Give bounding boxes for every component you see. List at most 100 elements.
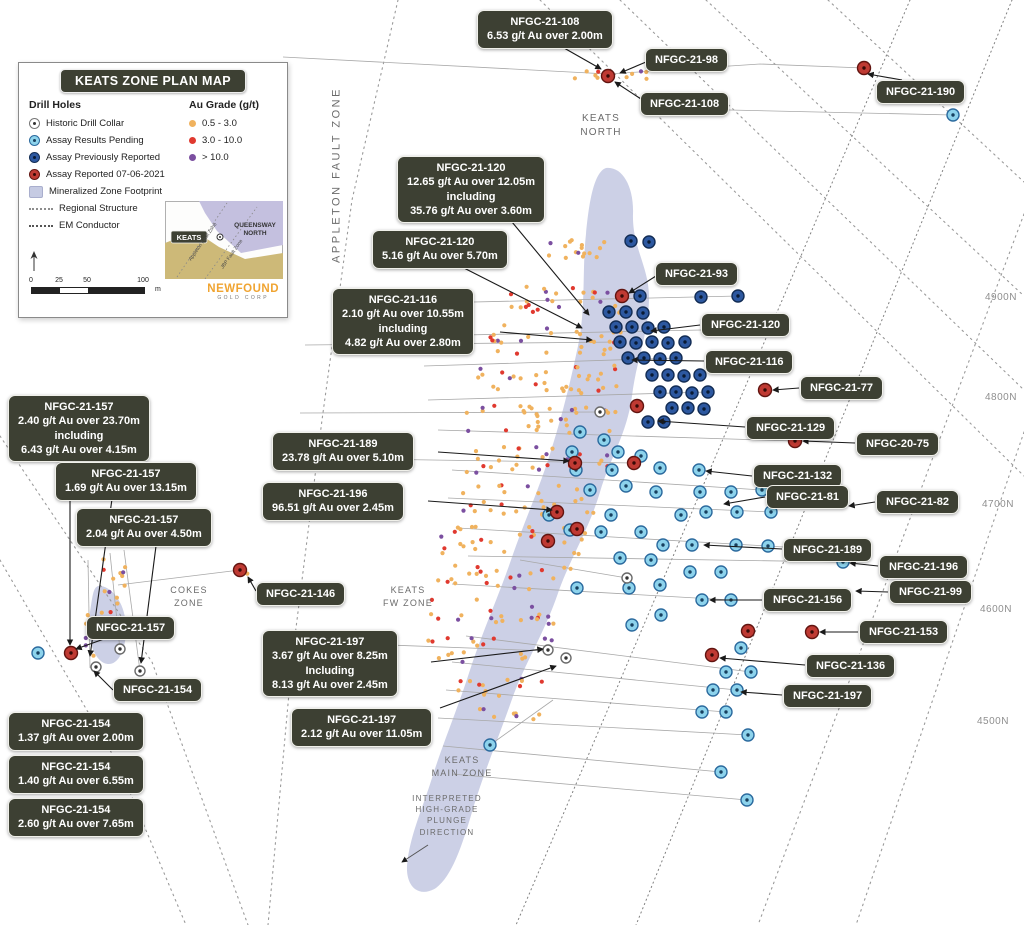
assay-pending-collar (761, 539, 775, 553)
logo-name: NEWFOUND (207, 283, 279, 295)
regional-structure-line (855, 431, 1024, 925)
assay-dot (453, 563, 458, 568)
assay-reported-collar (637, 351, 651, 365)
callout-leader (93, 670, 114, 691)
inset-keats-label: KEATS (177, 233, 202, 242)
assay-dot (576, 250, 581, 255)
assay-dot (107, 589, 112, 595)
assay-dot (607, 339, 612, 344)
assay-reported-collar (669, 385, 683, 399)
assay-reported-collar (641, 415, 655, 429)
callout-leader (631, 356, 705, 364)
callout-leader (511, 221, 590, 316)
assay-dot (477, 707, 483, 712)
callout-nfgc-21-120-5: NFGC-21-120 5.16 g/t Au over 5.70m (372, 230, 508, 269)
assay-dot (543, 370, 549, 375)
structure-symbol (29, 207, 53, 210)
callout-leader (867, 71, 903, 81)
assay-dot (608, 346, 613, 351)
assay-dot (445, 579, 450, 584)
assay-reported-collar (602, 305, 616, 319)
drill-trace (465, 635, 752, 673)
assay-dot (474, 571, 479, 577)
assay-dot (596, 377, 601, 382)
assay-dot (482, 692, 487, 697)
assay-dot (473, 524, 478, 529)
assay-reported-collar (636, 306, 650, 320)
assay-pending-collar (625, 618, 639, 632)
assay-reported-collar (661, 368, 675, 382)
assay-pending-collar (693, 485, 707, 499)
assay-dot (460, 659, 465, 665)
assay-dot (558, 417, 563, 422)
callout-nfgc-21-132-16: NFGC-21-132 (753, 464, 843, 489)
assay-dot (495, 338, 500, 343)
drill-trace (299, 411, 601, 414)
callout-nfgc-21-108-0: NFGC-21-108 6.53 g/t Au over 2.00m (477, 10, 613, 49)
assay-dot (527, 404, 532, 409)
plunge-direction-arrow (401, 844, 429, 863)
assay-pending-collar (695, 705, 709, 719)
assay-pending-collar (734, 641, 748, 655)
assay-new-collar (232, 562, 248, 578)
assay-dot (528, 571, 533, 576)
callout-leader (802, 437, 856, 445)
assay-dot (526, 424, 531, 429)
assay-dot (562, 540, 567, 545)
regional-structure-line (757, 213, 1024, 925)
assay-pending-collar (719, 705, 733, 719)
assay-dot (584, 405, 589, 410)
assay-dot (612, 363, 617, 368)
assay-dot (510, 467, 515, 472)
assay-reported-collar (645, 335, 659, 349)
assay-dot (527, 587, 532, 592)
callout-nfgc-21-81-19: NFGC-21-81 (766, 485, 849, 510)
assay-dot (475, 456, 480, 461)
assay-dot (446, 652, 451, 658)
assay-dot (481, 464, 486, 469)
zone-label-keats-fw-zone: KEATS FW ZONE (383, 585, 433, 608)
assay-dot (587, 251, 592, 256)
assay-dot (458, 541, 463, 547)
assay-reported-collar (629, 336, 643, 350)
assay-dot (464, 410, 469, 415)
assay-pending-collar (946, 108, 960, 122)
assay-dot (567, 430, 572, 435)
callout-leader (657, 418, 746, 428)
assay-dot (91, 653, 96, 658)
callout-nfgc-21-129-11: NFGC-21-129 (746, 416, 836, 441)
legend-item-reported: Assay Previously Reported (29, 149, 165, 166)
assay-reported-collar (619, 305, 633, 319)
assay-dot (644, 76, 649, 81)
assay-dot (508, 575, 513, 580)
assay-dot (535, 307, 540, 312)
assay-dot (564, 384, 569, 389)
callout-leader (703, 541, 783, 550)
assay-dot (544, 350, 549, 355)
assay-dot (514, 351, 520, 356)
reported-symbol (29, 152, 40, 163)
assay-dot (502, 549, 507, 554)
assay-dot (579, 344, 584, 350)
assay-reported-collar (621, 351, 635, 365)
assay-dot (536, 491, 541, 496)
historic-drill-collar (594, 406, 606, 418)
callout-leader (740, 689, 783, 696)
assay-dot (544, 452, 549, 457)
assay-dot (563, 255, 568, 260)
inset-fault-line (204, 206, 258, 279)
assay-dot (429, 597, 434, 603)
assay-dot (531, 717, 536, 722)
assay-new-collar (856, 60, 872, 76)
assay-dot (456, 688, 461, 693)
assay-pending-collar (724, 485, 738, 499)
callout-nfgc-21-157-17: NFGC-21-157 2.04 g/t Au over 4.50m (76, 508, 212, 547)
historic-drill-collar (621, 572, 633, 584)
assay-pending-collar (619, 479, 633, 493)
assay-dot (449, 651, 454, 656)
newfound-gold-logo: NEWFOUND GOLD CORP (207, 283, 279, 301)
assay-pending-collar (692, 463, 706, 477)
inset-keats-chip (170, 230, 208, 244)
assay-dot (475, 565, 480, 570)
